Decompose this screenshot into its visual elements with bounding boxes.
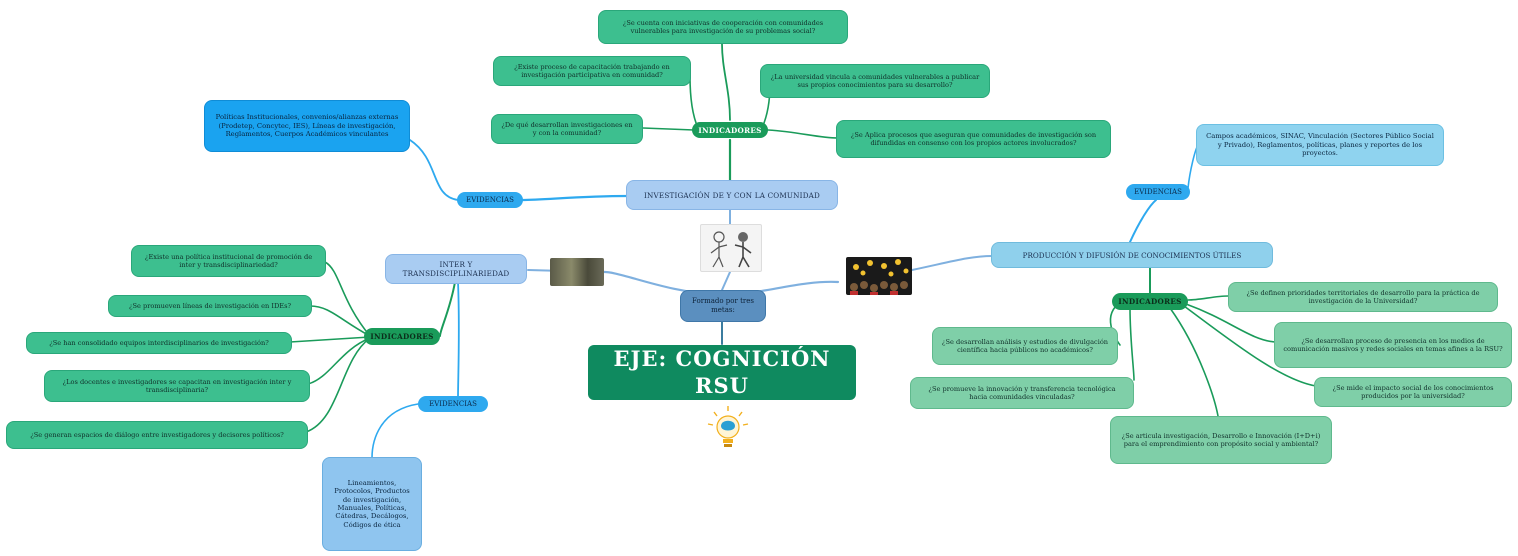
- top-question-1[interactable]: ¿Se cuenta con iniciativas de cooperació…: [598, 10, 848, 44]
- top-evidencias-badge[interactable]: EVIDENCIAS: [457, 192, 523, 208]
- branch-inter-transdisciplinariedad[interactable]: INTER Y TRANSDISCIPLINARIEDAD: [385, 254, 527, 284]
- top-question-5[interactable]: ¿Se Aplica procesos que aseguran que com…: [836, 120, 1111, 158]
- central-topic[interactable]: EJE: COGNICIÓN RSU: [588, 345, 856, 400]
- top-evidencias-box[interactable]: Políticas Institucionales, convenios/ali…: [204, 100, 410, 152]
- left-question-4[interactable]: ¿Los docentes e investigadores se capaci…: [44, 370, 310, 402]
- left-question-5[interactable]: ¿Se generan espacios de diálogo entre in…: [6, 421, 308, 449]
- branch-produccion-difusion[interactable]: PRODUCCIÓN Y DIFUSIÓN DE CONOCIMIENTOS Ú…: [991, 242, 1273, 268]
- branch-investigacion[interactable]: INVESTIGACIÓN DE Y CON LA COMUNIDAD: [626, 180, 838, 210]
- brain-lightbulb-icon: [702, 404, 754, 454]
- left-question-2[interactable]: ¿Se promueven líneas de investigación en…: [108, 295, 312, 317]
- people-illustration-icon: [700, 224, 762, 272]
- top-indicadores-badge[interactable]: INDICADORES: [692, 122, 768, 138]
- hub-node[interactable]: Formado por tres metas:: [680, 290, 766, 322]
- right-evidencias-badge[interactable]: EVIDENCIAS: [1126, 184, 1190, 200]
- right-question-1[interactable]: ¿Se definen prioridades territoriales de…: [1228, 282, 1498, 312]
- abstract-photo-icon: [550, 258, 604, 286]
- right-question-4[interactable]: ¿Se promueve la innovación y transferenc…: [910, 377, 1134, 409]
- top-question-4[interactable]: ¿De qué desarrollan investigaciones en y…: [491, 114, 643, 144]
- left-evidencias-box[interactable]: Lineamientos, Protocolos, Productos de i…: [322, 457, 422, 551]
- right-indicadores-badge[interactable]: INDICADORES: [1112, 293, 1188, 310]
- left-indicadores-badge[interactable]: INDICADORES: [364, 328, 440, 345]
- crowd-lightbulbs-icon: [846, 257, 912, 295]
- right-question-2[interactable]: ¿Se desarrollan análisis y estudios de d…: [932, 327, 1118, 365]
- right-question-3[interactable]: ¿Se desarrollan proceso de presencia en …: [1274, 322, 1512, 368]
- right-question-6[interactable]: ¿Se articula investigación, Desarrollo e…: [1110, 416, 1332, 464]
- left-question-3[interactable]: ¿Se han consolidado equipos interdiscipl…: [26, 332, 292, 354]
- right-evidencias-box[interactable]: Campos académicos, SINAC, Vinculación (S…: [1196, 124, 1444, 166]
- left-evidencias-badge[interactable]: EVIDENCIAS: [418, 396, 488, 412]
- right-question-5[interactable]: ¿Se mide el impacto social de los conoci…: [1314, 377, 1512, 407]
- left-question-1[interactable]: ¿Existe una política institucional de pr…: [131, 245, 326, 277]
- top-question-2[interactable]: ¿Existe proceso de capacitación trabajan…: [493, 56, 691, 86]
- top-question-3[interactable]: ¿La universidad vincula a comunidades vu…: [760, 64, 990, 98]
